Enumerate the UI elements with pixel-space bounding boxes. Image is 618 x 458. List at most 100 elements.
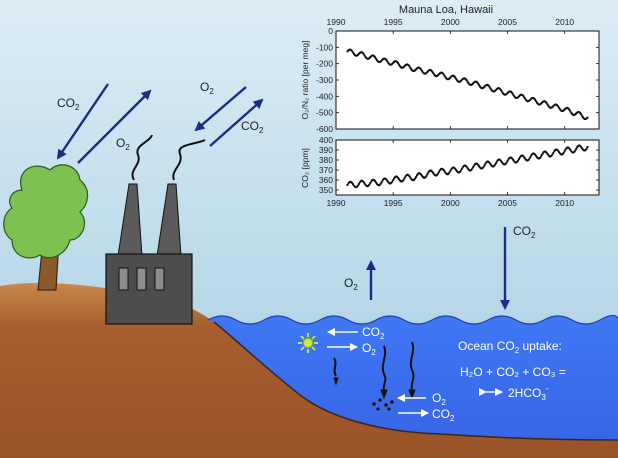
sediment-o2-in-label: O2 — [432, 391, 446, 407]
data-point — [586, 116, 589, 119]
data-point — [482, 165, 485, 168]
smoke-plume-left — [131, 134, 153, 181]
data-point — [380, 180, 383, 184]
seafloor-line — [213, 321, 618, 441]
data-point — [483, 163, 486, 167]
data-point — [472, 165, 475, 169]
x-tick-label: 1990 — [327, 17, 346, 27]
data-point — [552, 151, 555, 155]
y-tick-label: -300 — [316, 75, 333, 85]
x-tick-label: 2000 — [441, 17, 460, 27]
data-point — [403, 176, 406, 180]
co2-to-ocean-label: CO2 — [513, 224, 536, 240]
data-point — [506, 159, 509, 163]
x-tick-label: 2010 — [555, 17, 574, 27]
data-point — [585, 147, 588, 150]
bio-o2-out-label: O2 — [362, 341, 376, 357]
x-tick-label: 1995 — [384, 17, 403, 27]
data-point — [471, 167, 474, 170]
data-point — [448, 171, 451, 174]
data-point — [379, 182, 382, 185]
y-tick-label: 380 — [319, 155, 333, 165]
data-point — [517, 157, 521, 161]
bio-co2-in-label: CO2 — [362, 325, 385, 341]
data-point — [562, 151, 565, 154]
data-point — [346, 183, 349, 187]
x-tick-label: 2005 — [498, 17, 517, 27]
factory-building — [105, 253, 193, 325]
data-point — [414, 175, 418, 179]
ocean-equation-line1: H₂O + CO₂ + CO₃ = — [460, 365, 566, 379]
o2-uptake-arrow — [77, 89, 152, 164]
data-point — [563, 149, 566, 153]
x-tick-label: 1990 — [327, 198, 346, 208]
data-point — [539, 155, 542, 158]
y-tick-label: 360 — [319, 175, 333, 185]
data-point — [437, 170, 441, 174]
y-tick-label: 370 — [319, 165, 333, 175]
sediment-particles — [372, 398, 394, 411]
x-tick-label: 2005 — [498, 198, 517, 208]
data-point — [391, 180, 394, 183]
data-point — [494, 161, 498, 165]
o2-uptake-label: O2 — [116, 136, 130, 152]
tree — [3, 164, 89, 291]
sediment-co2-out-label: CO2 — [432, 407, 455, 423]
x-tick-label: 2000 — [441, 198, 460, 208]
phytoplankton-icon — [298, 333, 318, 353]
y-tick-label: 0 — [328, 26, 333, 36]
data-point — [586, 145, 589, 149]
mauna-loa-charts: Mauna Loa, Hawaii 1990 1995 2000 2005 2010 0 -… — [300, 4, 600, 208]
data-point — [425, 174, 428, 177]
data-point — [551, 153, 554, 156]
data-point — [540, 153, 543, 157]
o2-axis-label: O₂/N₂ ratio [per meg] — [300, 41, 310, 120]
data-point — [574, 149, 577, 152]
data-point — [460, 167, 463, 171]
o2-intake-label: O2 — [200, 80, 214, 96]
y-tick-label: -400 — [316, 91, 333, 101]
ocean-uptake-title: Ocean CO2 uptake: — [458, 339, 562, 355]
y-tick-label: -100 — [316, 42, 333, 52]
data-point — [368, 183, 371, 186]
ocean-surface-line — [207, 314, 618, 325]
factory-window — [118, 267, 129, 291]
chart-title: Mauna Loa, Hawaii — [399, 4, 493, 16]
y-tick-label: -200 — [316, 59, 333, 69]
data-point — [369, 181, 372, 185]
data-point — [494, 163, 497, 166]
data-point — [356, 184, 360, 187]
data-point — [575, 147, 578, 151]
ground — [0, 282, 618, 458]
data-point — [413, 177, 417, 180]
tree-canopy — [3, 164, 89, 259]
co2-out-arrow — [209, 98, 264, 147]
data-point — [402, 178, 405, 181]
smoke-plume-right — [172, 139, 206, 181]
data-point — [516, 159, 520, 162]
data-point — [392, 178, 395, 182]
y-tick-label: 390 — [319, 145, 333, 155]
sinking-particles — [333, 341, 416, 400]
x-tick-label: 2010 — [555, 198, 574, 208]
co2-panel-points — [346, 144, 589, 189]
data-point — [505, 161, 508, 164]
y-tick-label: -600 — [316, 124, 333, 134]
y-tick-label: 350 — [319, 185, 333, 195]
data-point — [528, 157, 531, 160]
co2-emission-label: CO2 — [57, 96, 80, 112]
data-point — [357, 182, 360, 186]
o2-panel-points — [346, 48, 589, 121]
o2-intake-arrow — [194, 86, 247, 132]
y-tick-label: 400 — [319, 135, 333, 145]
co2-emission-arrow — [56, 83, 109, 160]
co2-out-label: CO2 — [241, 119, 264, 135]
o2-from-ocean-label: O2 — [344, 276, 358, 292]
data-point — [436, 172, 440, 175]
data-point — [459, 169, 462, 172]
data-point — [529, 155, 532, 159]
x-tick-label: 1995 — [384, 198, 403, 208]
